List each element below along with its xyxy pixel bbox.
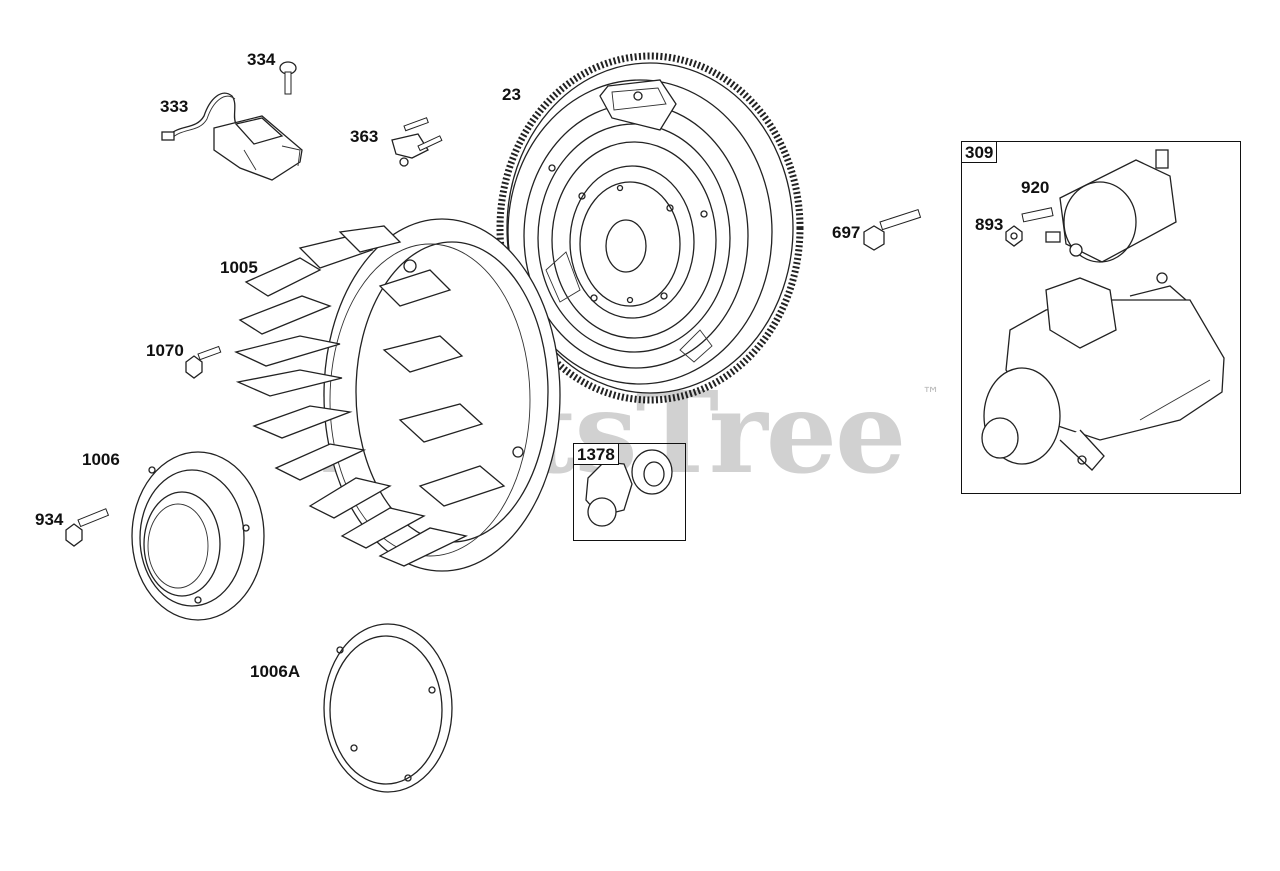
callout-1006[interactable]: 1006 bbox=[82, 450, 120, 469]
starter-motor-drawing[interactable] bbox=[981, 272, 1225, 471]
callout-697[interactable]: 697 bbox=[832, 223, 861, 242]
callout-333[interactable]: 333 bbox=[160, 97, 189, 116]
bolt-934-drawing[interactable] bbox=[65, 508, 110, 547]
group-box-starter bbox=[961, 141, 1241, 494]
callout-1006A[interactable]: 1006A bbox=[250, 662, 301, 681]
solenoid-drawing[interactable] bbox=[1021, 149, 1177, 263]
callout-1070[interactable]: 1070 bbox=[146, 341, 184, 360]
cooling-fan-drawing[interactable] bbox=[234, 218, 561, 572]
gasket-1006A-drawing[interactable] bbox=[323, 623, 453, 793]
bracket-363-drawing[interactable] bbox=[391, 117, 443, 167]
callout-363[interactable]: 363 bbox=[350, 127, 379, 146]
bolt-697-drawing[interactable] bbox=[863, 209, 922, 251]
nut-893-drawing[interactable] bbox=[1005, 225, 1023, 247]
nut-washer-drawing[interactable] bbox=[585, 449, 673, 527]
group-callout-1378[interactable]: 1378 bbox=[573, 443, 619, 465]
callout-893[interactable]: 893 bbox=[975, 215, 1004, 234]
cover-1006-drawing[interactable] bbox=[131, 451, 265, 621]
ignition-coil-drawing[interactable] bbox=[161, 92, 303, 181]
callout-934[interactable]: 934 bbox=[35, 510, 64, 529]
group-box-nut-washer bbox=[573, 443, 686, 541]
watermark-trademark: ™ bbox=[922, 384, 940, 405]
callout-23[interactable]: 23 bbox=[502, 85, 521, 104]
callout-334[interactable]: 334 bbox=[247, 50, 276, 69]
flywheel-drawing[interactable] bbox=[496, 52, 804, 404]
callout-1005[interactable]: 1005 bbox=[220, 258, 258, 277]
group-callout-309[interactable]: 309 bbox=[961, 141, 998, 163]
bolt-334-drawing[interactable] bbox=[279, 61, 297, 95]
bolt-1070-drawing[interactable] bbox=[185, 345, 222, 379]
callout-920[interactable]: 920 bbox=[1021, 178, 1050, 197]
